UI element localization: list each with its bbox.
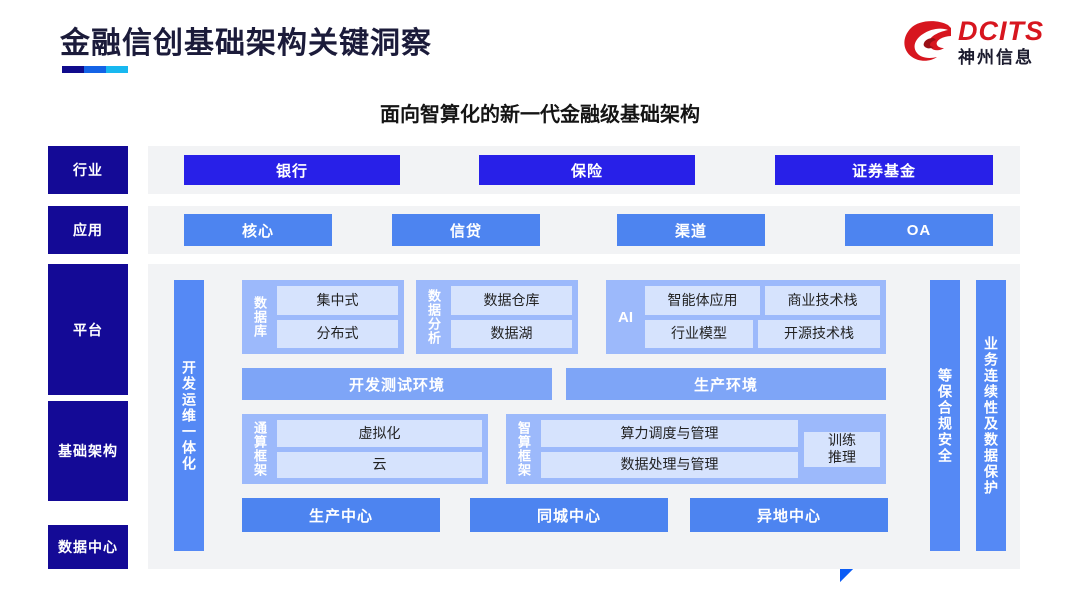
cell-virtualization[interactable]: 虚拟化 [277, 420, 482, 447]
row-label-industry: 行业 [48, 146, 128, 194]
bar-dev-test-environment[interactable]: 开发测试环境 [242, 368, 552, 400]
cell-data-processing[interactable]: 数据处理与管理 [541, 451, 798, 478]
datacenter-chip-production[interactable]: 生产中心 [242, 498, 440, 532]
application-chip-oa[interactable]: OA [845, 214, 993, 246]
logo-text-cn: 神州信息 [958, 48, 1034, 67]
application-chip-credit[interactable]: 信贷 [392, 214, 540, 246]
cell-cloud[interactable]: 云 [277, 451, 482, 478]
application-band: 核心 信贷 渠道 OA [148, 206, 1020, 254]
group-database-title: 数据库 [252, 296, 267, 338]
application-chip-core[interactable]: 核心 [184, 214, 332, 246]
datacenter-chip-same-city[interactable]: 同城中心 [470, 498, 668, 532]
sidebar-security-compliance[interactable]: 等保合规安全 [930, 280, 960, 551]
cell-database-distributed[interactable]: 分布式 [277, 319, 398, 348]
platform-panel: 开发运维一体化 等保合规安全 业务连续性及数据保护 数据库 集中式 分布式 数据… [148, 264, 1020, 569]
cell-data-lake[interactable]: 数据湖 [451, 319, 572, 348]
slide-header: 金融信创基础架构关键洞察 DCITS 神州信息 [0, 0, 1080, 92]
cell-data-warehouse[interactable]: 数据仓库 [451, 286, 572, 315]
dcits-swirl-icon [904, 21, 951, 61]
group-smart-compute-title: 智算框架 [516, 421, 531, 477]
cell-opensource-tech-stack[interactable]: 开源技术栈 [758, 319, 880, 348]
row-label-infrastructure: 基础架构 [48, 401, 128, 501]
cell-commercial-tech-stack[interactable]: 商业技术栈 [765, 286, 880, 315]
page-title: 金融信创基础架构关键洞察 [60, 27, 432, 60]
group-ai[interactable]: AI 智能体应用 商业技术栈 行业模型 开源技术栈 [606, 280, 886, 354]
cell-database-centralized[interactable]: 集中式 [277, 286, 398, 315]
group-data-analysis[interactable]: 数据分析 数据仓库 数据湖 [416, 280, 578, 354]
row-label-application: 应用 [48, 206, 128, 254]
group-data-analysis-title: 数据分析 [426, 289, 441, 345]
group-general-compute-framework[interactable]: 通算框架 虚拟化 云 [242, 414, 488, 484]
brand-logo: DCITS 神州信息 [903, 18, 1044, 66]
group-database[interactable]: 数据库 集中式 分布式 [242, 280, 404, 354]
group-general-compute-title: 通算框架 [252, 421, 267, 477]
sidebar-devops[interactable]: 开发运维一体化 [174, 280, 204, 551]
group-ai-title: AI [618, 308, 633, 326]
logo-text-en: DCITS [958, 16, 1044, 46]
bar-production-environment[interactable]: 生产环境 [566, 368, 886, 400]
cell-agent-application[interactable]: 智能体应用 [645, 286, 760, 315]
industry-band: 银行 保险 证券基金 [148, 146, 1020, 194]
sidebar-business-continuity[interactable]: 业务连续性及数据保护 [976, 280, 1006, 551]
datacenter-chip-remote[interactable]: 异地中心 [690, 498, 888, 532]
architecture-diagram: 行业 应用 平台 基础架构 数据中心 银行 保险 证券基金 核心 信贷 渠道 O… [0, 140, 1080, 570]
cell-training-inference[interactable]: 训练 推理 [804, 431, 880, 467]
group-smart-compute-framework[interactable]: 智算框架 算力调度与管理 数据处理与管理 训练 推理 [506, 414, 886, 484]
row-label-platform: 平台 [48, 264, 128, 395]
application-chip-channel[interactable]: 渠道 [617, 214, 765, 246]
cell-industry-model[interactable]: 行业模型 [645, 319, 753, 348]
industry-chip-insurance[interactable]: 保险 [479, 155, 695, 185]
row-label-datacenter: 数据中心 [48, 525, 128, 569]
cell-compute-scheduling[interactable]: 算力调度与管理 [541, 420, 798, 447]
industry-chip-bank[interactable]: 银行 [184, 155, 400, 185]
title-underline-rule [62, 66, 128, 73]
industry-chip-securities-fund[interactable]: 证券基金 [775, 155, 993, 185]
subtitle: 面向智算化的新一代金融级基础架构 [380, 104, 700, 126]
